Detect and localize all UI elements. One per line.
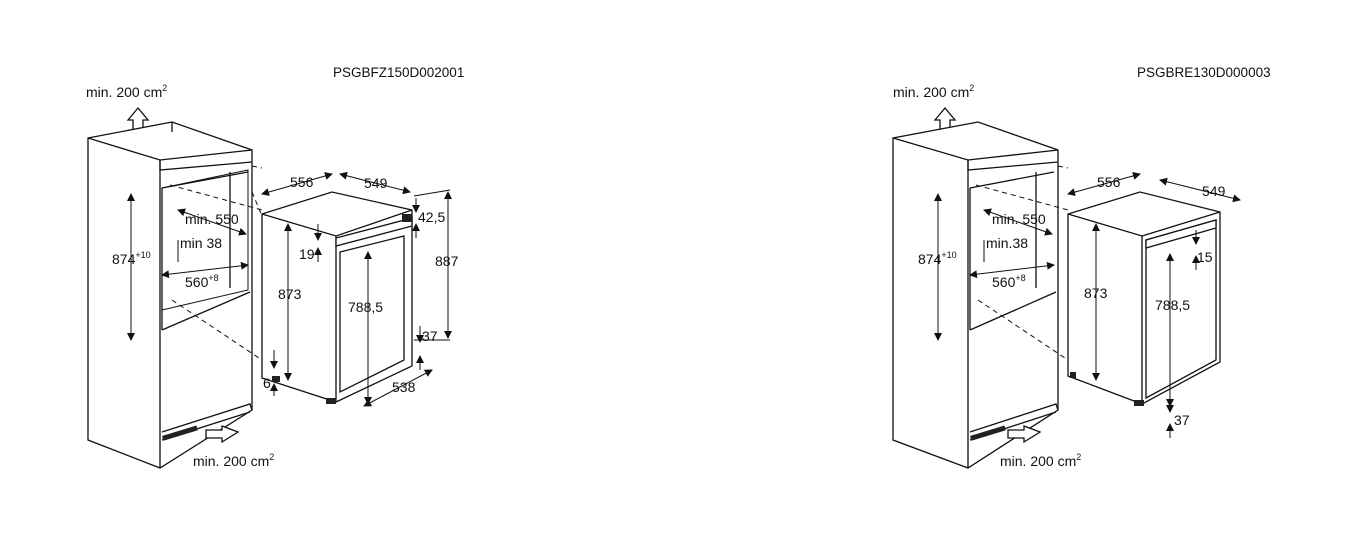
left-dim-door-width: 538	[392, 379, 416, 395]
right-vent-bottom-arrow-icon	[1007, 425, 1042, 444]
left-dim-min-depth: min. 550	[185, 211, 239, 227]
right-model-code: PSGBRE130D000003	[1137, 65, 1271, 80]
left-dim-door-offset: 19	[299, 246, 315, 262]
left-appliance	[261, 191, 413, 404]
right-dim-door-offset: 15	[1197, 249, 1213, 265]
left-dim-width: 549	[364, 175, 388, 191]
left-dim-min-38: min 38	[180, 235, 222, 251]
right-dim-bottom-gap: 37	[1174, 412, 1190, 428]
left-dim-bottom-gap: 37	[422, 328, 438, 344]
left-dim-niche-height: 874+10	[112, 250, 151, 267]
right-drawing: PSGBRE130D000003 min. 200 cm2 min. 200 c…	[892, 65, 1271, 469]
left-vent-bottom-arrow-icon	[205, 425, 240, 444]
right-appliance	[1067, 191, 1221, 406]
right-dim-depth: 556	[1097, 174, 1121, 190]
left-dim-total-height: 887	[435, 253, 459, 269]
right-dim-door-height: 788,5	[1155, 297, 1190, 313]
left-vent-bottom-label: min. 200 cm2	[193, 452, 274, 469]
left-dim-foot: 6	[263, 375, 271, 391]
left-vent-top-arrow-icon	[126, 106, 150, 131]
right-vent-bottom-label: min. 200 cm2	[1000, 452, 1081, 469]
right-vent-top-label: min. 200 cm2	[893, 83, 974, 100]
right-dim-body-height: 873	[1084, 285, 1108, 301]
right-cabinet	[892, 121, 1059, 469]
right-dim-niche-height: 874+10	[918, 250, 957, 267]
left-dim-top-gap: 42,5	[418, 209, 445, 225]
left-dim-body-height: 873	[278, 286, 302, 302]
left-dim-niche-width: 560+8	[185, 273, 219, 290]
right-dim-min-depth: min. 550	[992, 211, 1046, 227]
right-dim-width: 549	[1202, 183, 1226, 199]
left-cabinet	[87, 121, 253, 469]
right-vent-top-arrow-icon	[933, 106, 957, 131]
left-vent-top-label: min. 200 cm2	[86, 83, 167, 100]
left-model-code: PSGBFZ150D002001	[333, 65, 464, 80]
left-drawing: PSGBFZ150D002001 min. 200 cm2 min. 200	[86, 65, 464, 469]
left-dim-door-height: 788,5	[348, 299, 383, 315]
left-dim-depth: 556	[290, 174, 314, 190]
right-dim-min-38: min.38	[986, 235, 1028, 251]
right-dim-niche-width: 560+8	[992, 273, 1026, 290]
